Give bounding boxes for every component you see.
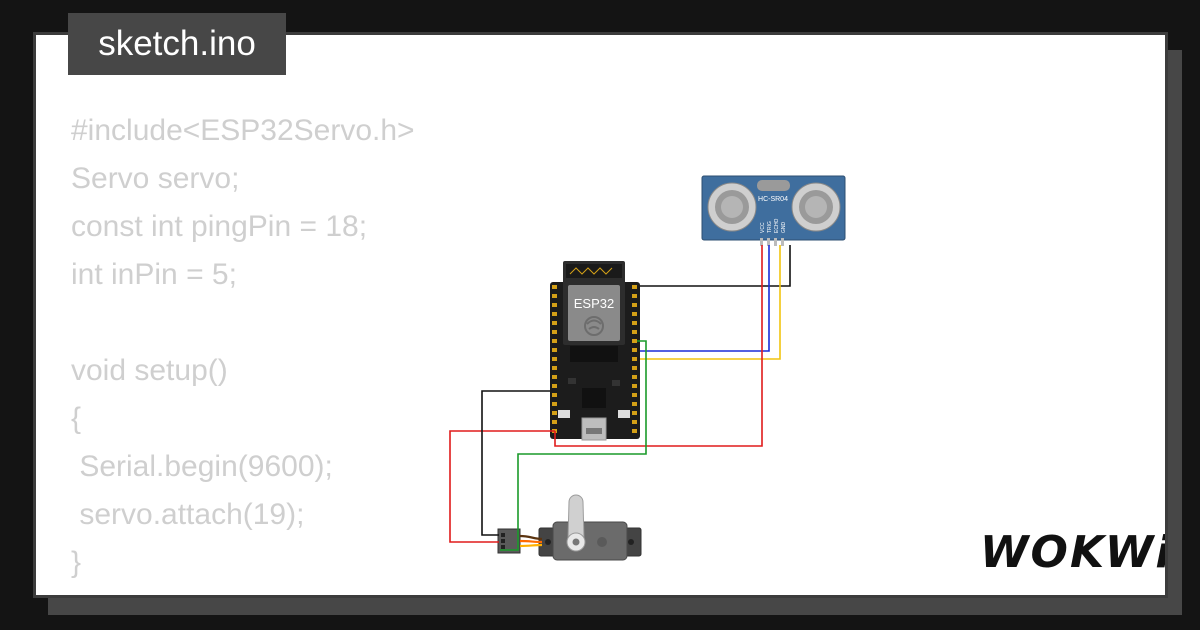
file-tab-title[interactable]: sketch.ino bbox=[68, 13, 286, 75]
wokwi-logo: WOKWi bbox=[980, 527, 1168, 578]
code-line: Servo servo; bbox=[71, 162, 240, 195]
wire-blue[interactable] bbox=[640, 245, 770, 352]
code-line: const int pingPin = 18; bbox=[71, 210, 368, 243]
wire-red[interactable] bbox=[554, 245, 763, 447]
right-pin-header bbox=[632, 285, 637, 433]
circuit-diagram[interactable]: HC-SR04 VCC TRIG ECHO GND ESP32 bbox=[36, 35, 1165, 595]
antenna-icon bbox=[569, 267, 613, 275]
code-line: Serial.begin(9600); bbox=[71, 450, 333, 483]
sensor-pin-label: ECHO bbox=[774, 218, 780, 233]
wire-black[interactable] bbox=[640, 245, 791, 287]
crystal-icon bbox=[757, 180, 790, 191]
board-label: ESP32 bbox=[574, 296, 614, 311]
code-line: servo.attach(19); bbox=[71, 498, 305, 531]
project-preview-card[interactable]: #include<ESP32Servo.h> Servo servo; cons… bbox=[33, 32, 1168, 598]
boot-button[interactable] bbox=[558, 410, 570, 418]
screw-icon bbox=[572, 538, 580, 546]
reset-button[interactable] bbox=[618, 410, 630, 418]
sensor-pin-label: GND bbox=[781, 222, 787, 234]
chip bbox=[582, 388, 606, 408]
component bbox=[612, 380, 620, 386]
code-line: { bbox=[71, 402, 82, 435]
sensor-pin-label: VCC bbox=[760, 222, 766, 233]
servo-motor[interactable] bbox=[497, 494, 642, 561]
wire-yellow[interactable] bbox=[640, 245, 781, 360]
left-pin-header bbox=[552, 285, 557, 433]
ultrasonic-sensor[interactable]: HC-SR04 VCC TRIG ECHO GND bbox=[701, 175, 846, 246]
wire-green[interactable] bbox=[500, 340, 647, 551]
esp32-board[interactable]: ESP32 bbox=[550, 261, 640, 441]
wire-red[interactable] bbox=[449, 430, 555, 543]
sensor-transducer-right bbox=[791, 182, 841, 232]
code-line: #include<ESP32Servo.h> bbox=[71, 114, 415, 147]
component bbox=[568, 378, 576, 384]
chip bbox=[570, 346, 618, 362]
wire-black[interactable] bbox=[481, 390, 550, 536]
code-preview: #include<ESP32Servo.h> Servo servo; cons… bbox=[71, 107, 415, 587]
code-line: } bbox=[71, 546, 82, 579]
sensor-transducer-left bbox=[707, 182, 757, 232]
wires[interactable] bbox=[449, 245, 791, 551]
sensor-pin-label: TRIG bbox=[767, 221, 773, 233]
code-line: void setup() bbox=[71, 354, 228, 387]
code-line: int inPin = 5; bbox=[71, 258, 237, 291]
sensor-label: HC-SR04 bbox=[758, 196, 788, 203]
espressif-logo-icon bbox=[584, 316, 604, 336]
sensor-pin-headers bbox=[760, 238, 784, 246]
